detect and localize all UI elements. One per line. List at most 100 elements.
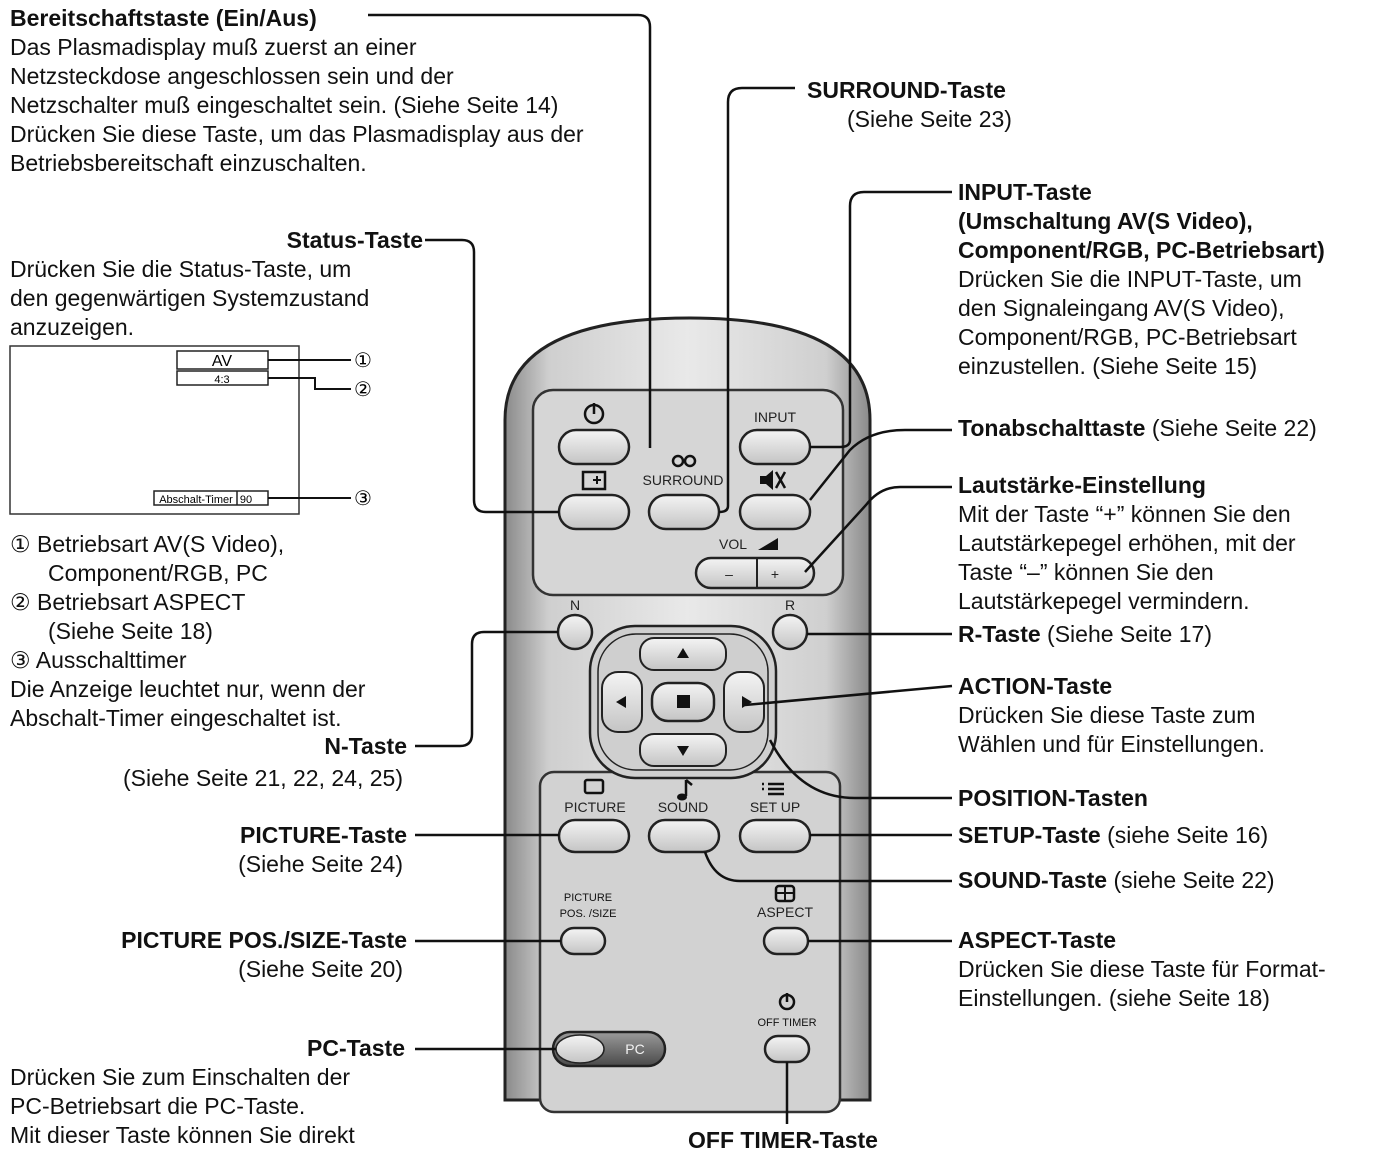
input-line: den Signaleingang AV(S Video), (958, 295, 1285, 321)
down-arrow-icon (677, 746, 689, 756)
status-button[interactable] (557, 470, 631, 531)
aspect-button-label: ASPECT (757, 904, 813, 920)
status-legend: ① Betriebsart AV(S Video), Component/RGB… (10, 530, 365, 733)
vol-plus-button[interactable]: + (771, 566, 779, 582)
osd-timer-label: Abschalt-Timer (159, 494, 233, 506)
osd-callout-3: ③ (354, 486, 372, 510)
osd-aspect: 4:3 (214, 374, 229, 386)
setup-block: SETUP-Taste (siehe Seite 16) (958, 821, 1268, 850)
status-line: Drücken Sie die Status-Taste, um (10, 256, 352, 282)
input-button-label: INPUT (754, 409, 796, 425)
setup-ref: (siehe Seite 16) (1100, 822, 1269, 848)
action-line: Drücken Sie diese Taste zum (958, 702, 1256, 728)
pc-button-label: PC (625, 1041, 644, 1057)
aspect-title: ASPECT-Taste (958, 927, 1117, 953)
action-title: ACTION-Taste (958, 673, 1113, 699)
standby-line: Betriebsbereitschaft einzuschalten. (10, 150, 367, 176)
volume-ramp-icon (758, 538, 778, 550)
r-button[interactable] (771, 613, 809, 651)
up-arrow-icon (677, 648, 689, 658)
leader-lines (368, 13, 953, 1124)
status-line: anzuzeigen. (10, 314, 135, 340)
status-icon (581, 470, 607, 491)
n-key-title: N-Taste (324, 733, 407, 759)
picture-pos-label-2: POS. /SIZE (560, 908, 617, 920)
volume-block: Lautstärke-Einstellung Mit der Taste “+”… (958, 471, 1296, 616)
legend-item: ② Betriebsart ASPECT (10, 589, 246, 615)
osd-mode: AV (212, 353, 232, 370)
position-pad[interactable] (588, 624, 778, 780)
volume-line: Taste “–” können Sie den (958, 559, 1214, 585)
legend-item: Component/RGB, PC (48, 560, 268, 586)
sound-title: SOUND-Taste (958, 867, 1108, 893)
legend-item: ③ Ausschalttimer (10, 647, 187, 673)
surround-ref: (Siehe Seite 23) (847, 106, 1012, 132)
picture-button-label: PICTURE (564, 799, 625, 815)
standby-button[interactable] (557, 403, 631, 466)
n-button[interactable] (556, 613, 594, 651)
action-icon (677, 695, 690, 708)
vol-minus-button[interactable]: – (725, 566, 733, 582)
off-timer-title: OFF TIMER-Taste (688, 1127, 878, 1153)
n-label: N (570, 597, 580, 613)
mute-title: Tonabschalttaste (958, 415, 1146, 441)
r-key-block: R-Taste (Siehe Seite 17) (958, 620, 1212, 649)
input-title: Component/RGB, PC-Betriebsart) (958, 237, 1325, 263)
aspect-icon (774, 884, 796, 903)
pc-line: Mit dieser Taste können Sie direkt (10, 1122, 355, 1148)
standby-line: Netzsteckdose angeschlossen sein und der (10, 63, 454, 89)
mute-icon (760, 470, 773, 490)
standby-line: Drücken Sie diese Taste, um das Plasmadi… (10, 121, 584, 147)
r-label: R (785, 597, 795, 613)
picture-pos-button[interactable] (559, 926, 607, 956)
picture-icon (583, 778, 605, 795)
sound-button-label: SOUND (658, 799, 709, 815)
r-key-ref: (Siehe Seite 17) (1040, 621, 1212, 647)
volume-line: Lautstärkepegel erhöhen, mit der (958, 530, 1296, 556)
pc-line: PC-Betriebsart die PC-Taste. (10, 1093, 306, 1119)
input-title: (Umschaltung AV(S Video), (958, 208, 1253, 234)
status-description: Drücken Sie die Status-Taste, um den geg… (10, 255, 369, 342)
right-arrow-icon (742, 696, 752, 708)
off-timer-button[interactable] (763, 1034, 811, 1064)
osd-callout-2: ② (354, 377, 372, 401)
setup-button[interactable] (738, 818, 812, 854)
volume-title: Lautstärke-Einstellung (958, 472, 1206, 498)
aspect-line: Drücken Sie diese Taste für Format- (958, 956, 1326, 982)
position-title: POSITION-Tasten (958, 785, 1148, 811)
surround-button[interactable]: SURROUND (643, 454, 724, 531)
standby-title: Bereitschaftstaste (Ein/Aus) (10, 5, 317, 31)
setup-button-label: SET UP (750, 799, 800, 815)
status-title: Status-Taste (286, 227, 423, 253)
left-arrow-icon (616, 696, 626, 708)
volume-control[interactable]: VOL – + (694, 536, 816, 590)
n-key-ref: (Siehe Seite 21, 22, 24, 25) (122, 765, 403, 791)
aspect-block: ASPECT-Taste Drücken Sie diese Taste für… (958, 926, 1326, 1013)
legend-item: ① Betriebsart AV(S Video), (10, 531, 285, 557)
sound-icon (677, 779, 693, 801)
off-timer-button-label: OFF TIMER (757, 1017, 816, 1029)
input-block: INPUT-Taste (Umschaltung AV(S Video), Co… (958, 178, 1325, 381)
surround-button-label: SURROUND (643, 472, 724, 488)
pc-title: PC-Taste (307, 1035, 405, 1061)
legend-item: Abschalt-Timer eingeschaltet ist. (10, 705, 342, 731)
input-line: Drücken Sie die INPUT-Taste, um (958, 266, 1302, 292)
legend-item: Die Anzeige leuchtet nur, wenn der (10, 676, 366, 702)
action-line: Wählen und für Einstellungen. (958, 731, 1265, 757)
pc-description: Drücken Sie zum Einschalten der PC-Betri… (10, 1063, 355, 1150)
aspect-button[interactable] (762, 926, 810, 956)
picture-pos-title: PICTURE POS./SIZE-Taste (121, 927, 407, 953)
picture-button[interactable] (557, 818, 631, 854)
osd-timer-value: 90 (240, 494, 252, 506)
osd-callout-1: ① (354, 348, 372, 372)
standby-description: Das Plasmadisplay muß zuerst an einer Ne… (10, 33, 584, 178)
off-timer-icon (778, 993, 796, 1011)
sound-button[interactable] (647, 818, 721, 854)
input-button[interactable]: INPUT (738, 409, 812, 466)
volume-line: Lautstärkepegel vermindern. (958, 588, 1250, 614)
status-line: den gegenwärtigen Systemzustand (10, 285, 370, 311)
mute-button[interactable] (738, 470, 812, 531)
status-osd-illustration: AV 4:3 Abschalt-Timer 90 ① ② ③ (9, 345, 372, 515)
legend-item: (Siehe Seite 18) (48, 618, 213, 644)
